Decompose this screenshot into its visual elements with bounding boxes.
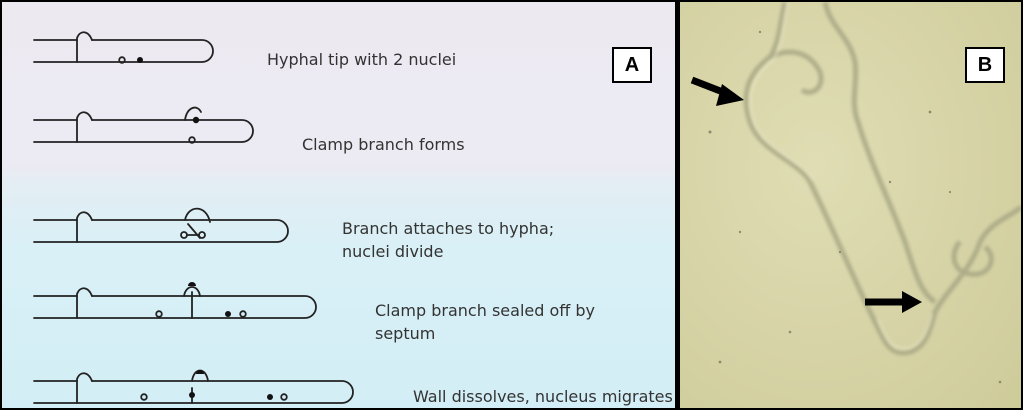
hypha-step-5 — [34, 371, 353, 404]
nucleus — [189, 137, 195, 143]
step-5-caption: Wall dissolves, nucleus migrates — [413, 386, 673, 408]
hypha-step-2 — [34, 108, 253, 143]
panel-b-micrograph: B — [680, 2, 1021, 408]
step-1-caption: Hyphal tip with 2 nuclei — [267, 49, 456, 71]
panel-a-label: A — [612, 47, 652, 83]
step-4-caption: Clamp branch sealed off by — [375, 300, 595, 322]
panel-a-diagram: Hyphal tip with 2 nuclei Clamp branch fo… — [2, 2, 675, 408]
step-3-caption: Branch attaches to hypha; — [342, 218, 554, 240]
nucleus — [156, 311, 162, 317]
step-4-caption-line2: septum — [375, 323, 435, 345]
panel-b-label: B — [965, 47, 1005, 83]
step-3-caption-line2: nuclei divide — [342, 241, 443, 263]
nucleus — [240, 311, 246, 317]
nucleus — [281, 394, 287, 400]
hypha-step-3 — [34, 209, 288, 242]
hypha-step-4 — [34, 287, 316, 318]
nucleus — [119, 57, 125, 63]
step-2-caption: Clamp branch forms — [302, 134, 465, 156]
nucleus — [141, 394, 147, 400]
hypha-step-1 — [34, 32, 213, 63]
